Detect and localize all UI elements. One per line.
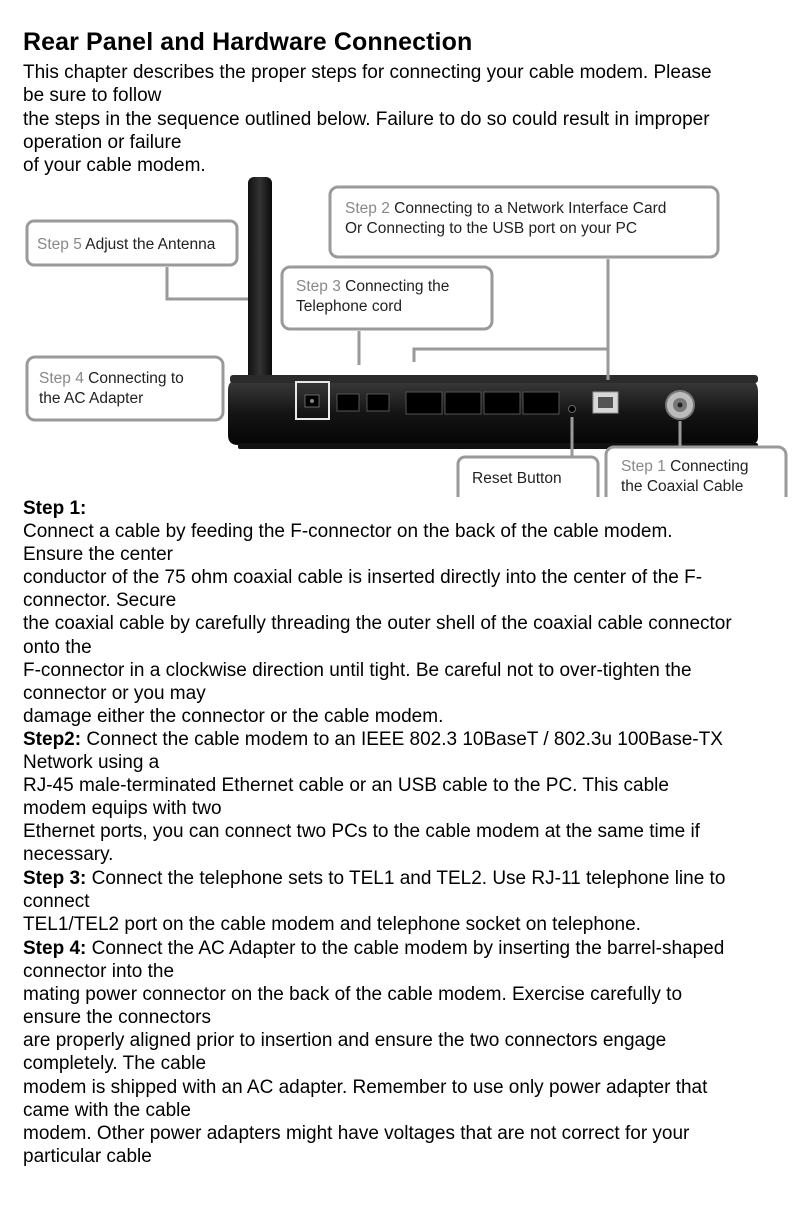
body-line: Network using a bbox=[23, 752, 160, 774]
callout-step3: Step 3 Connecting the Telephone cord bbox=[280, 265, 494, 365]
callout-step2: Step 2 Connecting to a Network Interface… bbox=[328, 185, 720, 380]
callout-text: Telephone cord bbox=[296, 298, 402, 315]
body-line: ensure the connectors bbox=[23, 1007, 212, 1029]
body-line: completely. The cable bbox=[23, 1053, 207, 1075]
step1-heading: Step 1: bbox=[23, 498, 87, 519]
step3-heading: Step 3: bbox=[23, 868, 87, 889]
step-label: Step 1 bbox=[621, 458, 666, 475]
step-label: Step 5 bbox=[37, 236, 82, 253]
reset-hole bbox=[568, 405, 576, 413]
intro-line: be sure to follow bbox=[23, 85, 162, 107]
callout-text: Adjust the Antenna bbox=[85, 236, 216, 253]
callout-text: the AC Adapter bbox=[39, 390, 143, 407]
step-label: Step 4 bbox=[39, 370, 84, 387]
step4-section: Step 4: Connect the AC Adapter to the ca… bbox=[23, 937, 798, 1168]
tel-port-1 bbox=[336, 393, 360, 412]
callout-step1: Step 1 Connecting the Coaxial Cable bbox=[604, 421, 788, 497]
callout-text: Connecting bbox=[670, 458, 748, 475]
body-line: Ensure the center bbox=[23, 544, 173, 566]
body-line: RJ-45 male-terminated Ethernet cable or … bbox=[23, 775, 669, 797]
step-label: Step 3 bbox=[296, 278, 341, 295]
ethernet-port-2 bbox=[444, 391, 482, 415]
body-line: connector or you may bbox=[23, 682, 206, 704]
callout-text: the Coaxial Cable bbox=[621, 478, 743, 495]
body-line: modem equips with two bbox=[23, 798, 222, 820]
callout-text: Connecting to a Network Interface Card bbox=[394, 200, 666, 217]
body-line: are properly aligned prior to insertion … bbox=[23, 1030, 667, 1052]
svg-text:Step 5 Adjust the Antenna: Step 5 Adjust the Antenna bbox=[37, 236, 216, 253]
body-line: TEL1/TEL2 port on the cable modem and te… bbox=[23, 914, 641, 936]
body-line: mating power connector on the back of th… bbox=[23, 984, 683, 1006]
callout-step5: Step 5 Adjust the Antenna bbox=[25, 219, 248, 301]
step3-section: Step 3: Connect the telephone sets to TE… bbox=[23, 867, 798, 936]
body-line: Ethernet ports, you can connect two PCs … bbox=[23, 821, 700, 843]
body-line: particular cable bbox=[23, 1145, 152, 1167]
intro-line: This chapter describes the proper steps … bbox=[23, 62, 712, 83]
body-line: the coaxial cable by carefully threading… bbox=[23, 613, 732, 635]
body-line: damage either the connector or the cable… bbox=[23, 705, 444, 727]
page-title: Rear Panel and Hardware Connection bbox=[23, 28, 473, 56]
intro-line: the steps in the sequence outlined below… bbox=[23, 108, 710, 130]
svg-text:Step 2 Connecting to a Network: Step 2 Connecting to a Network Interface… bbox=[345, 200, 666, 217]
intro-paragraph: This chapter describes the proper steps … bbox=[23, 61, 793, 177]
callout-text: Reset Button bbox=[472, 470, 562, 487]
ethernet-port-4 bbox=[522, 391, 560, 415]
power-jack bbox=[295, 381, 330, 420]
step2-heading: Step2: bbox=[23, 729, 82, 750]
step1-section: Step 1: Connect a cable by feeding the F… bbox=[23, 497, 798, 728]
svg-text:Step 1 Connecting: Step 1 Connecting bbox=[621, 458, 749, 475]
body-line: came with the cable bbox=[23, 1099, 191, 1121]
callout-text: Connecting to bbox=[88, 370, 184, 387]
ethernet-port-1 bbox=[405, 391, 443, 415]
antenna bbox=[248, 177, 272, 395]
body-line: Step 3: Connect the telephone sets to TE… bbox=[23, 868, 726, 889]
body-line: Step 4: Connect the AC Adapter to the ca… bbox=[23, 938, 725, 959]
svg-text:Step 4 Connecting to: Step 4 Connecting to bbox=[39, 370, 184, 387]
callout-text: Or Connecting to the USB port on your PC bbox=[345, 220, 637, 237]
body-line: connector. Secure bbox=[23, 590, 177, 612]
callout-step4: Step 4 Connecting to the AC Adapter bbox=[25, 355, 225, 422]
step2-section: Step2: Connect the cable modem to an IEE… bbox=[23, 728, 798, 867]
step-label: Step 2 bbox=[345, 200, 390, 217]
step4-heading: Step 4: bbox=[23, 938, 87, 959]
body-line: connect bbox=[23, 891, 90, 913]
body-line: modem is shipped with an AC adapter. Rem… bbox=[23, 1076, 708, 1098]
body-line: Connect a cable by feeding the F-connect… bbox=[23, 521, 673, 543]
body-line: onto the bbox=[23, 636, 92, 658]
body-line: conductor of the 75 ohm coaxial cable is… bbox=[23, 567, 703, 589]
body-line: connector into the bbox=[23, 961, 175, 983]
svg-text:Step 3 Connecting the: Step 3 Connecting the bbox=[296, 278, 449, 295]
intro-line: of your cable modem. bbox=[23, 155, 206, 177]
rear-panel-figure: Step 5 Adjust the Antenna Step 2 Connect… bbox=[25, 177, 788, 497]
body-line: necessary. bbox=[23, 844, 114, 866]
body-line: F-connector in a clockwise direction unt… bbox=[23, 659, 692, 681]
callout-text: Connecting the bbox=[345, 278, 449, 295]
intro-line: operation or failure bbox=[23, 131, 182, 153]
body-line: modem. Other power adapters might have v… bbox=[23, 1122, 690, 1144]
tel-port-2 bbox=[366, 393, 390, 412]
body-line: Step2: Connect the cable modem to an IEE… bbox=[23, 729, 723, 750]
ethernet-port-3 bbox=[483, 391, 521, 415]
callout-reset: Reset Button bbox=[456, 417, 600, 497]
